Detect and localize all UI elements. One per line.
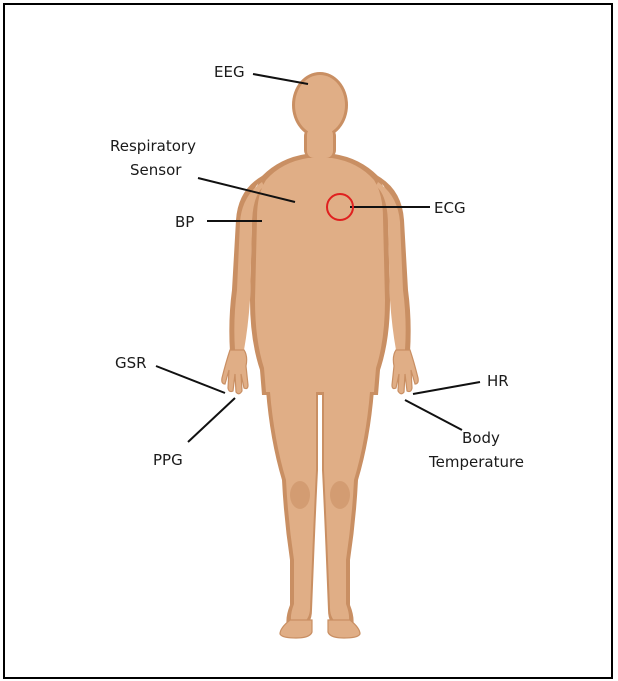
ppg-label: PPG bbox=[153, 451, 183, 469]
eeg-label: EEG bbox=[214, 63, 245, 81]
gsr-label: GSR bbox=[115, 354, 147, 372]
human-body-figure bbox=[222, 72, 418, 638]
ecg-label: ECG bbox=[434, 199, 466, 217]
body-temperature-label-line2: Temperature bbox=[428, 453, 524, 471]
bp-label: BP bbox=[175, 213, 194, 231]
body-temp-leader-line bbox=[405, 400, 462, 430]
left-hand bbox=[222, 350, 248, 394]
body-temperature-label-line1: Body bbox=[462, 429, 500, 447]
respiratory-label-line2: Sensor bbox=[130, 161, 182, 179]
right-foot bbox=[328, 620, 360, 638]
hr-label: HR bbox=[487, 372, 509, 390]
eeg-leader-line bbox=[253, 74, 308, 84]
gsr-leader-line bbox=[156, 366, 225, 393]
hr-leader-line bbox=[413, 382, 480, 394]
right-hand bbox=[392, 350, 418, 394]
respiratory-label-line1: Respiratory bbox=[110, 137, 196, 155]
ppg-leader-line bbox=[188, 398, 235, 442]
left-foot bbox=[280, 620, 312, 638]
